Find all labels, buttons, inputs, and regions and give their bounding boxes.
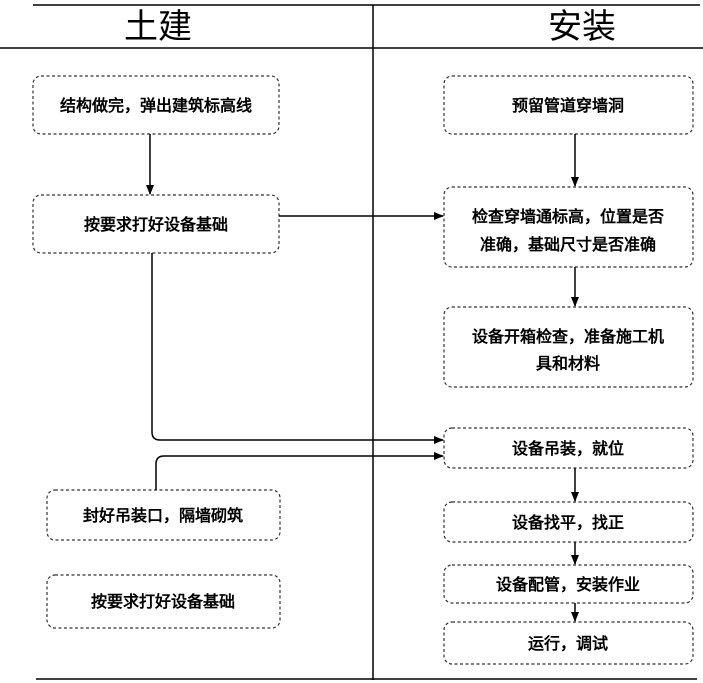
box-label: 设备找平，找正 <box>512 513 624 532</box>
box-label-line1: 检查穿墙通标高，位置是否 <box>472 207 664 226</box>
box-label: 运行，调试 <box>528 634 608 653</box>
box-label: 按要求打好设备基础 <box>84 215 228 234</box>
box-install-commission: 运行，调试 <box>443 621 694 665</box>
box-label-line2: 具和材料 <box>536 354 600 373</box>
lane-title-installation: 安装 <box>548 7 616 47</box>
box-label: 封好吊装口，隔墙砌筑 <box>83 506 243 525</box>
box-install-piping: 设备配管，安装作业 <box>443 564 694 604</box>
box-civil-foundation-2: 按要求打好设备基础 <box>46 574 281 629</box>
arrow-civil3-to-install4 <box>155 452 444 490</box>
box-install-check: 检查穿墙通标高，位置是否 准确，基础尺寸是否准确 <box>443 186 694 268</box>
box-civil-structure: 结构做完，弹出建筑标高线 <box>32 75 280 135</box>
box-label-line1: 设备开箱检查，准备施工机 <box>472 327 664 346</box>
lane-title-civil: 土建 <box>124 7 192 47</box>
box-civil-seal-opening: 封好吊装口，隔墙砌筑 <box>46 489 281 541</box>
box-label: 预留管道穿墙洞 <box>512 96 624 115</box>
box-civil-foundation: 按要求打好设备基础 <box>32 194 280 254</box>
box-install-hoist: 设备吊装，就位 <box>443 427 694 469</box>
box-install-unpack: 设备开箱检查，准备施工机 具和材料 <box>443 306 694 388</box>
box-install-level: 设备找平，找正 <box>443 501 694 543</box>
arrow-civil2-to-install4 <box>151 253 444 444</box>
box-install-reserve-holes: 预留管道穿墙洞 <box>443 75 694 135</box>
box-label: 设备吊装，就位 <box>512 439 624 458</box>
box-label: 按要求打好设备基础 <box>91 592 235 611</box>
box-label-line2: 准确，基础尺寸是否准确 <box>480 235 656 254</box>
box-label: 设备配管，安装作业 <box>496 575 640 594</box>
box-label: 结构做完，弹出建筑标高线 <box>59 96 252 115</box>
